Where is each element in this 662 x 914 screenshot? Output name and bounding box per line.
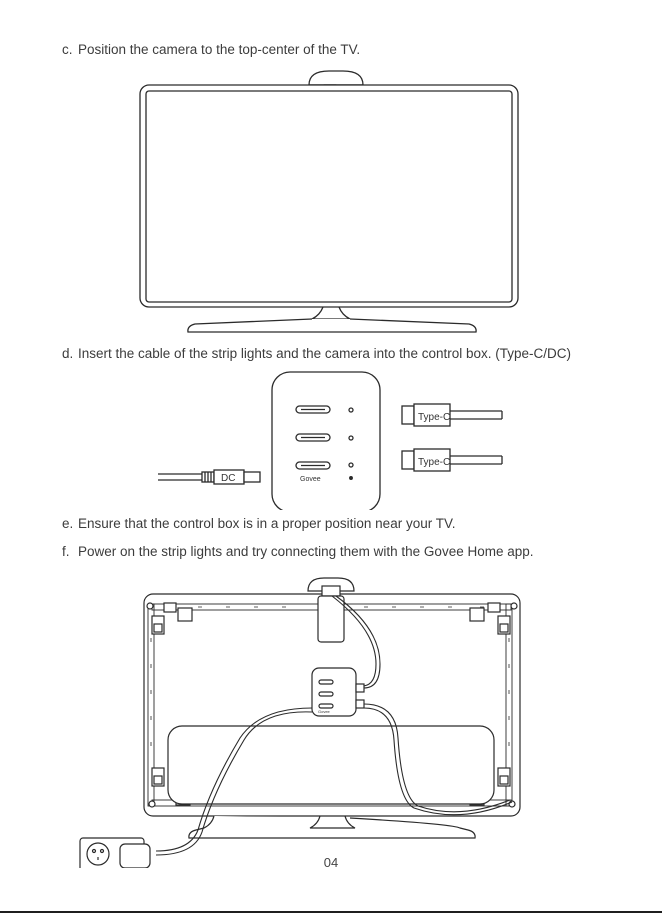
port-slot xyxy=(295,433,331,442)
camera-icon xyxy=(307,577,355,643)
control-box xyxy=(311,667,365,717)
tv-screen xyxy=(145,90,513,303)
dc-cable xyxy=(158,469,261,485)
connector-label-type-c: Type-C xyxy=(418,457,450,468)
step-marker: e. xyxy=(62,516,74,531)
control-box-illustration: Type-C Type-C DC Govee xyxy=(158,371,503,510)
govee-logo: Govee xyxy=(318,709,331,714)
cable xyxy=(155,595,513,856)
corner-screw xyxy=(146,602,154,610)
step-text: Power on the strip lights and try connec… xyxy=(78,544,534,559)
step-text: Ensure that the control box is in a prop… xyxy=(78,516,456,531)
bottom-rule xyxy=(0,911,662,913)
installation-illustration: Govee xyxy=(79,577,521,868)
power-outlet-icon xyxy=(79,837,151,868)
step-marker: d. xyxy=(62,346,74,361)
connector-label-type-c: Type-C xyxy=(418,412,450,423)
indicator-light xyxy=(348,435,354,441)
step-f: f. Power on the strip lights and try conn… xyxy=(62,544,534,560)
corner-screw xyxy=(510,602,518,610)
step-marker: c. xyxy=(62,42,73,57)
govee-logo: Govee xyxy=(300,476,321,483)
step-text: Position the camera to the top-center of… xyxy=(78,42,361,57)
indicator-light xyxy=(348,407,354,413)
step-d: d. Insert the cable of the strip lights a… xyxy=(62,346,571,362)
connector-label-dc: DC xyxy=(221,473,235,484)
tv-mount-panel xyxy=(167,725,495,805)
type-c-cable xyxy=(401,403,503,427)
indicator-light xyxy=(348,462,354,468)
step-text: Insert the cable of the strip lights and… xyxy=(78,346,571,361)
step-c: c. Position the camera to the top-center … xyxy=(62,42,360,58)
corner-screw xyxy=(508,800,516,808)
corner-screw xyxy=(148,800,156,808)
status-dot xyxy=(349,476,353,480)
port-slot xyxy=(295,461,331,470)
tv-frame xyxy=(139,84,519,308)
page-number: 04 xyxy=(323,855,339,870)
port-slot xyxy=(295,405,331,414)
type-c-cable xyxy=(401,448,503,472)
tv-camera-illustration xyxy=(139,70,519,333)
step-marker: f. xyxy=(62,544,70,559)
step-e: e. Ensure that the control box is in a pr… xyxy=(62,516,455,532)
